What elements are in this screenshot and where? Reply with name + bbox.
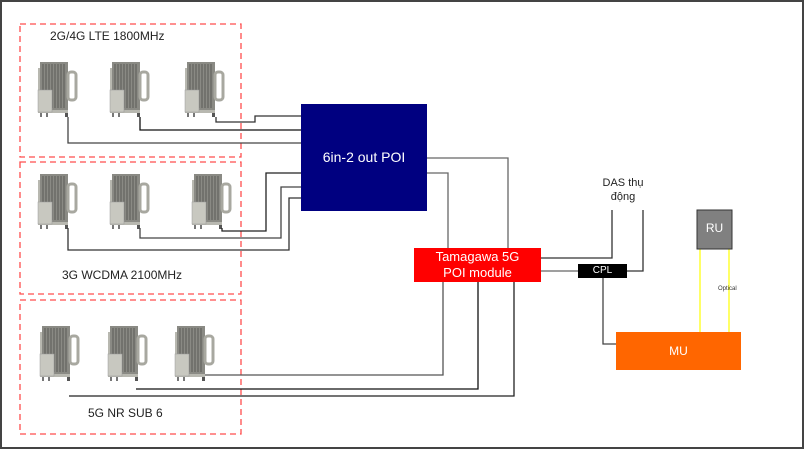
mu-box [616,332,741,370]
group-label-nr: 5G NR SUB 6 [88,406,163,420]
cables [67,115,644,397]
group-label-lte: 2G/4G LTE 1800MHz [50,29,165,43]
group-box-wcdma [19,161,242,295]
group-box-lte [19,23,242,158]
das-label: DAS thụ động [588,176,658,204]
tamagawa-line2: POI module [443,265,512,280]
rru-icon [190,172,232,231]
rru-icon [183,60,225,119]
ru-box [696,209,733,250]
tamagawa-box [414,248,541,282]
ru-label: RU [705,221,724,235]
group-box-nr [19,299,242,435]
rru-icon [108,60,150,119]
tamagawa-line1: Tamagawa 5G [435,249,520,264]
rru-icon [173,324,215,383]
mu-label: MU [669,344,688,358]
cpl-label: CPL [592,265,613,276]
das-line1: DAS thụ [602,177,644,189]
cpl-box [578,264,627,278]
rru-icon [38,324,80,383]
poi-box [301,104,427,211]
rru-icon [36,172,78,231]
rru-icon [108,172,150,231]
optical-label: Optical [718,286,737,292]
poi-label: 6in-2 out POI [322,149,406,165]
tamagawa-label: Tamagawa 5G POI module [414,249,541,281]
das-line2: động [610,191,636,203]
rru-icon [36,60,78,119]
group-label-wcdma: 3G WCDMA 2100MHz [62,268,183,282]
rru-icon [106,324,148,383]
